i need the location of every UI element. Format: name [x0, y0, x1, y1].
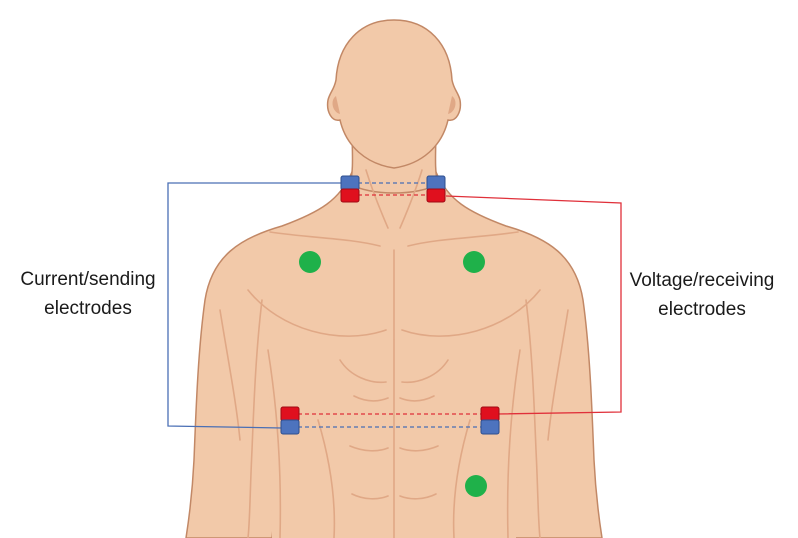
electrode-voltage-waist-right [481, 407, 499, 421]
head-shape [328, 20, 461, 168]
current-label-line2: electrodes [4, 294, 172, 323]
electrode-ground-chest-right [463, 251, 485, 273]
electrode-current-neck-left [341, 176, 359, 190]
electrode-ground-abdomen [465, 475, 487, 497]
electrode-voltage-waist-left [281, 407, 299, 421]
voltage-label-line2: electrodes [617, 295, 787, 324]
electrode-voltage-neck-left [341, 189, 359, 202]
current-label-line1: Current/sending [4, 265, 172, 294]
electrode-voltage-neck-right [427, 189, 445, 202]
electrode-current-neck-right [427, 176, 445, 190]
current-electrodes-label: Current/sending electrodes [4, 265, 172, 323]
torso-figure [186, 20, 602, 538]
electrode-ground-chest-left [299, 251, 321, 273]
electrode-current-waist-right [481, 420, 499, 434]
voltage-label-line1: Voltage/receiving [617, 266, 787, 295]
voltage-electrodes-label: Voltage/receiving electrodes [617, 266, 787, 324]
electrode-current-waist-left [281, 420, 299, 434]
